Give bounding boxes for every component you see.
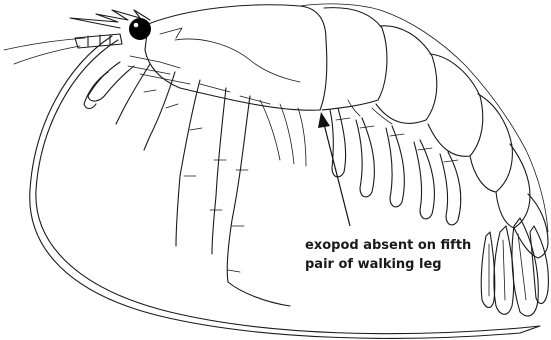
exopod-annotation: exopod absent on fifth pair of walking l… — [305, 236, 515, 274]
antennule-base — [75, 34, 122, 48]
abdomen-dorsal — [300, 4, 548, 232]
antennule-upper — [4, 38, 85, 50]
walking-leg-1 — [116, 64, 150, 124]
abdomen-segment-4 — [470, 94, 512, 192]
pleopod-fringes — [336, 100, 458, 162]
antennule-lower — [14, 46, 80, 64]
annotation-line-2: pair of walking leg — [305, 255, 515, 274]
abdomen-segment-5 — [496, 144, 530, 228]
carapace-spine — [160, 28, 182, 38]
walking-leg-5 — [227, 96, 290, 306]
pointer-line — [324, 124, 350, 226]
eye-highlight — [134, 23, 139, 28]
annotation-line-1: exopod absent on fifth — [305, 236, 515, 255]
pleopod-2 — [356, 118, 374, 197]
pleopod-3 — [386, 126, 404, 207]
walking-leg-joints — [144, 90, 248, 272]
carapace — [145, 5, 327, 110]
carapace-groove — [175, 39, 300, 82]
pleopod-1 — [330, 108, 346, 177]
pleopod-5 — [440, 152, 461, 225]
chela — [84, 72, 108, 109]
antenna — [30, 36, 540, 338]
abdomen-segment-3 — [428, 54, 483, 156]
abdomen-segment-1 — [322, 8, 387, 110]
abdomen-segment-6 — [514, 194, 548, 258]
telson — [530, 226, 548, 304]
eye — [129, 18, 151, 40]
walking-leg-4 — [212, 88, 226, 254]
maxilliped — [88, 62, 134, 101]
pointer-arrowhead — [318, 112, 330, 128]
walking-leg-3 — [176, 80, 200, 246]
pleopod-4 — [414, 140, 434, 219]
